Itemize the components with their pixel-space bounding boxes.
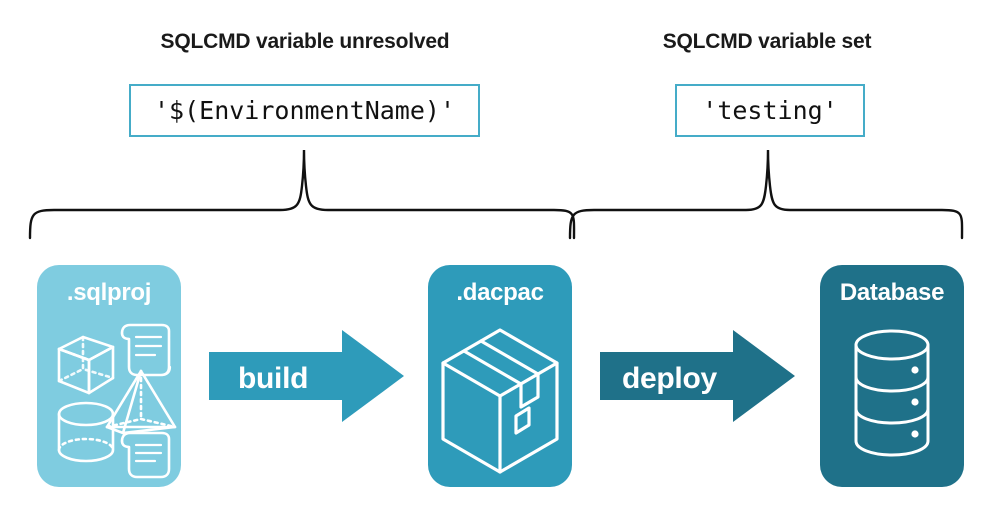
stage-box-database[interactable]: Database (820, 265, 964, 487)
stage-label-sqlproj: .sqlproj (66, 279, 152, 306)
package-box-icon (441, 328, 559, 474)
cube-icon (57, 335, 115, 395)
stage-box-dacpac[interactable]: .dacpac (428, 265, 572, 487)
scroll-icon (120, 431, 171, 479)
heading-sqlcmd-variable-unresolved: SQLCMD variable unresolved (160, 30, 450, 53)
database-cylinder-icon (854, 329, 930, 457)
arrow-deploy (600, 330, 796, 427)
arrow-build (209, 330, 405, 427)
brace-build-scope (28, 148, 576, 245)
pyramid-icon (105, 369, 177, 435)
brace-deploy-scope (568, 148, 968, 245)
code-box-testing-value: 'testing' (675, 84, 865, 137)
sqlproj-icon-cluster (37, 315, 181, 490)
arrow-label-build: build (238, 362, 309, 395)
stage-label-dacpac: .dacpac (456, 279, 544, 306)
arrow-label-deploy: deploy (622, 362, 717, 395)
code-box-environment-name: '$(EnvironmentName)' (129, 84, 480, 137)
heading-sqlcmd-variable-set: SQLCMD variable set (662, 30, 872, 53)
database-icon-wrap (820, 315, 964, 490)
stage-box-sqlproj[interactable]: .sqlproj (37, 265, 181, 487)
cylinder-icon (57, 401, 115, 463)
dacpac-icon-wrap (428, 315, 572, 490)
stage-label-database: Database (839, 279, 945, 306)
scroll-icon (120, 323, 172, 377)
